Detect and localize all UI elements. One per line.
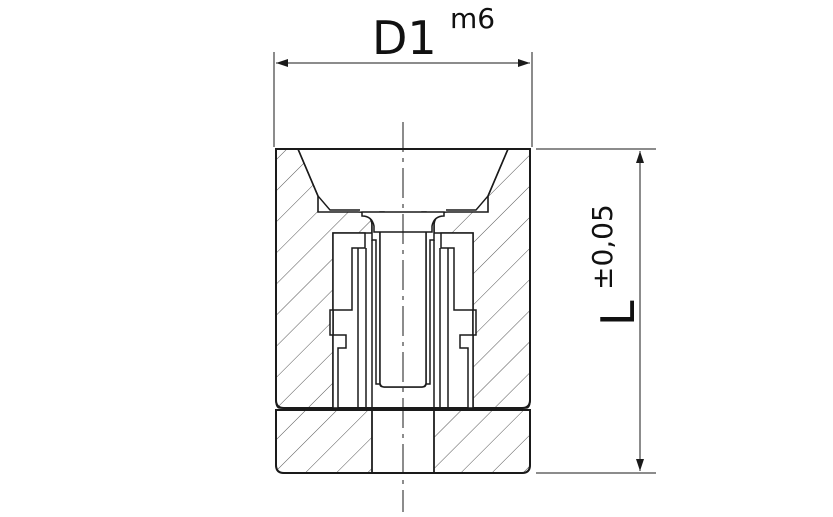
upper-body	[275, 148, 531, 409]
diameter-dimension: D1 m6	[273, 2, 533, 147]
bottom-cap	[275, 409, 531, 474]
upper-body-outline	[275, 148, 531, 409]
bottom-cap-outline	[275, 409, 531, 474]
insert-right-wall	[440, 232, 477, 409]
bottom-cap-left-section	[275, 409, 373, 474]
bottom-cap-right-section	[433, 409, 531, 474]
length-label: L	[591, 300, 645, 326]
insert-left-wall	[329, 232, 366, 409]
countersink-cone	[297, 148, 509, 211]
diameter-tolerance: m6	[450, 2, 495, 35]
diameter-label: D1	[372, 11, 437, 65]
length-tolerance: ±0,05	[586, 204, 619, 290]
length-dimension: L ±0,05	[536, 148, 656, 474]
